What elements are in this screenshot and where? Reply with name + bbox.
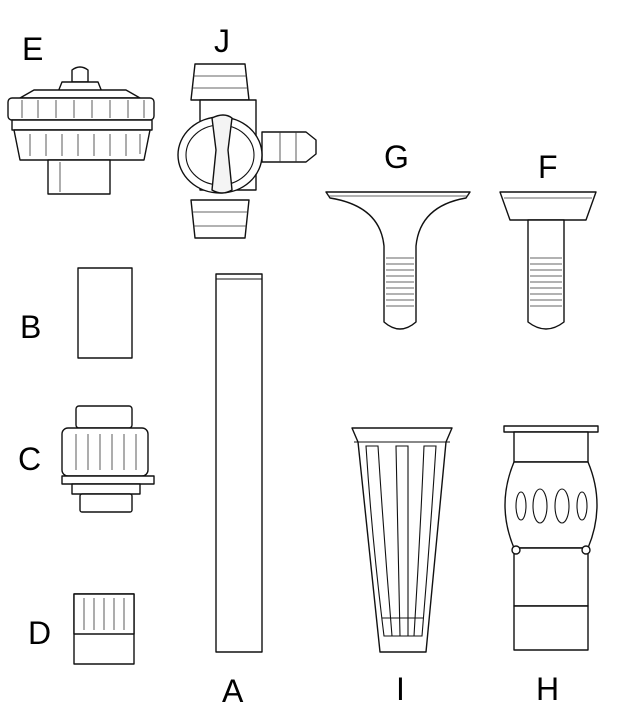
part-c-union (61, 405, 155, 513)
label-b: B (20, 309, 41, 345)
part-j-tee-valve (177, 63, 317, 239)
part-f-small-funnel (499, 191, 597, 330)
label-g: G (384, 139, 409, 175)
label-c: C (18, 441, 41, 477)
part-a-tube (215, 273, 263, 653)
part-h-housing (503, 425, 599, 651)
label-e: E (22, 31, 43, 67)
part-i-strainer (351, 427, 453, 653)
label-f: F (538, 149, 558, 185)
label-h: H (536, 671, 559, 707)
label-j: J (214, 23, 230, 59)
label-a: A (222, 673, 244, 709)
label-i: I (396, 671, 405, 707)
part-e-cap (7, 66, 155, 195)
part-d-ridged-cap (73, 593, 135, 665)
label-d: D (28, 615, 51, 651)
part-g-funnel (325, 191, 471, 330)
part-b-sleeve (77, 267, 133, 359)
